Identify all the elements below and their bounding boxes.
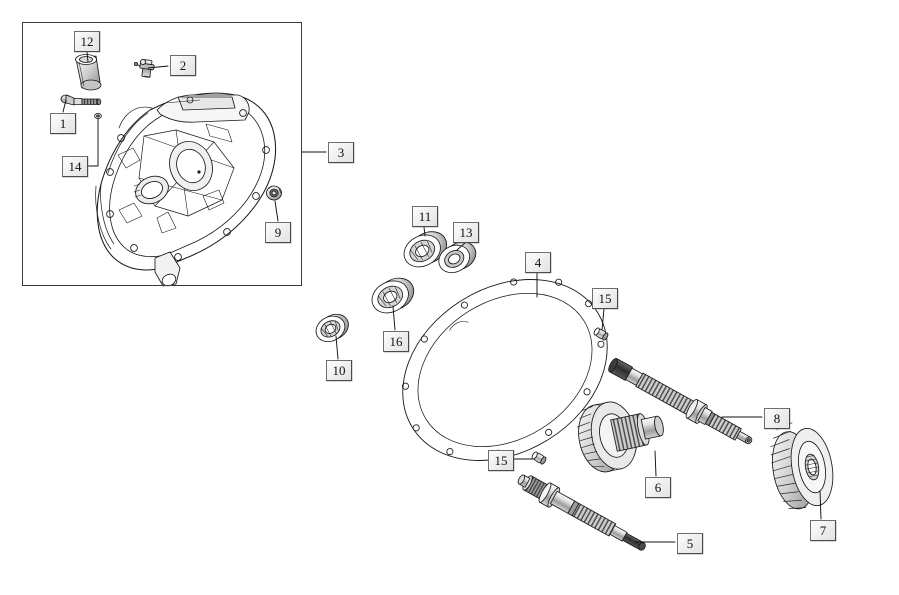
callout-15-lower[interactable]: 15 [488,450,514,471]
part-transmission-cover [95,92,277,287]
part-oil-seal [438,241,477,274]
part-ball-bearing-large [403,231,448,268]
callout-15-upper[interactable]: 15 [592,288,618,309]
callout-14[interactable]: 14 [62,156,88,177]
part-ball-bearing-medium [371,277,415,314]
part-final-driven-gear [770,422,834,510]
part-collar-bush [75,54,102,91]
part-oil-drain-plug [266,185,282,201]
callout-13[interactable]: 13 [453,222,479,243]
leader-lines [62,51,822,543]
callout-16[interactable]: 16 [383,331,409,352]
callout-1[interactable]: 1 [50,113,76,134]
part-output-drive-shaft [608,357,753,445]
callout-3[interactable]: 3 [328,142,354,163]
callout-6[interactable]: 6 [645,477,671,498]
part-countershaft-gear [577,401,664,473]
callout-2[interactable]: 2 [170,55,196,76]
callout-9[interactable]: 9 [265,222,291,243]
callout-12[interactable]: 12 [74,31,100,52]
callout-8[interactable]: 8 [764,408,790,429]
part-dowel-pin-lower [531,451,547,465]
callout-10[interactable]: 10 [326,360,352,381]
part-dowel-pin-upper [593,327,609,341]
callout-5[interactable]: 5 [677,533,703,554]
part-cover-gasket [401,278,608,461]
transmission-cover-group-panel [22,22,302,286]
callout-7[interactable]: 7 [810,520,836,541]
callout-11[interactable]: 11 [412,206,438,227]
part-input-drive-shaft [517,474,646,551]
callout-4[interactable]: 4 [525,252,551,273]
part-ball-bearing-small [315,313,349,343]
